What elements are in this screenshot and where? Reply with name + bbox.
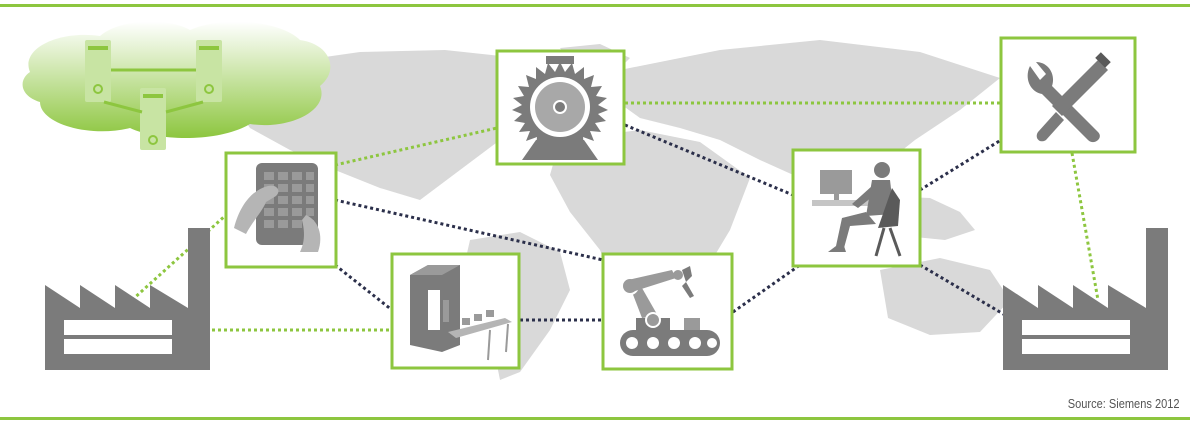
link-tablet-machine <box>334 263 393 312</box>
top-rule <box>0 4 1190 7</box>
tablet-hand-icon <box>234 163 321 252</box>
link-tablet-robot <box>334 198 604 262</box>
production-machine-icon <box>410 265 512 361</box>
robot-arm-icon <box>620 266 720 356</box>
robot <box>601 252 734 371</box>
computer-operator-icon <box>812 162 902 257</box>
link-operator-tools <box>919 138 1002 192</box>
link-turbine-operator <box>624 123 794 197</box>
factory-right <box>1003 228 1168 370</box>
link-operator-factory-right <box>919 263 1006 317</box>
link-robot-operator <box>732 263 801 314</box>
tablet <box>224 151 338 269</box>
link-tablet-turbine <box>334 126 498 167</box>
wrench-screwdriver-icon <box>1027 52 1111 143</box>
factory-left <box>45 228 210 370</box>
server-cloud-icon <box>85 40 222 150</box>
operator <box>791 148 922 268</box>
factory-icon <box>1003 228 1168 370</box>
turbine <box>495 49 626 166</box>
link-factory-left-tablet <box>130 213 228 302</box>
network-links <box>130 101 1100 332</box>
machine <box>390 252 521 370</box>
cloud-servers <box>22 21 331 150</box>
bottom-rule <box>0 417 1190 420</box>
source-caption: Source: Siemens 2012 <box>1068 396 1180 411</box>
factory-icon <box>45 228 210 370</box>
link-tools-factory-right <box>1070 152 1100 301</box>
turbine-gear-icon <box>512 56 608 160</box>
node-box <box>791 148 922 268</box>
tools <box>999 36 1137 154</box>
